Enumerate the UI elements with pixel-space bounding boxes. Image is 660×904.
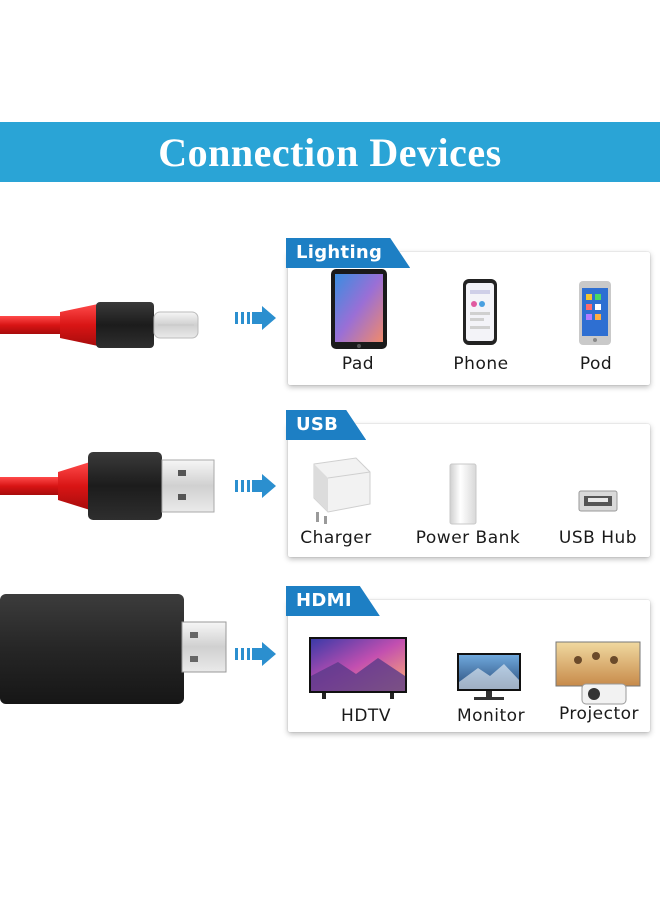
title-banner: Connection Devices xyxy=(0,122,660,182)
usb-tab: USB xyxy=(286,410,366,440)
device-label-pad: Pad xyxy=(341,354,375,374)
hdmi-adapter-icon xyxy=(0,594,227,704)
device-label-power-bank: Power Bank xyxy=(415,528,521,548)
arrow-right-icon xyxy=(235,642,276,666)
music-player-icon xyxy=(579,281,611,345)
device-label-pod: Pod xyxy=(579,354,613,374)
hdmi-tab: HDMI xyxy=(286,586,380,616)
arrow-right-icon xyxy=(235,474,276,498)
arrow-right-icon xyxy=(235,306,276,330)
hdmi-panel: HDMI HDTV Monitor Projector xyxy=(288,600,650,732)
projector-icon xyxy=(555,641,641,705)
monitor-icon xyxy=(457,653,521,700)
lightning-cable-icon xyxy=(0,302,199,348)
device-label-monitor: Monitor xyxy=(456,706,526,726)
lightning-panel: Lighting Pad Phone Pod xyxy=(288,252,650,385)
phone-icon xyxy=(463,279,497,345)
tv-icon xyxy=(309,637,407,699)
device-label-hdtv: HDTV xyxy=(341,706,391,726)
device-label-usb-hub: USB Hub xyxy=(558,528,638,548)
lightning-tab: Lighting xyxy=(286,238,410,268)
power-bank-icon xyxy=(449,463,477,525)
device-label-projector: Projector xyxy=(558,704,640,724)
banner-title: Connection Devices xyxy=(158,129,502,175)
usb-port-icon xyxy=(578,490,618,512)
usb-panel: USB Charger Power Bank USB Hub xyxy=(288,424,650,557)
tablet-icon xyxy=(331,269,387,349)
device-label-phone: Phone xyxy=(453,354,509,374)
charger-icon xyxy=(313,457,371,524)
device-label-charger: Charger xyxy=(300,528,372,548)
usb-cable-icon xyxy=(0,452,215,520)
